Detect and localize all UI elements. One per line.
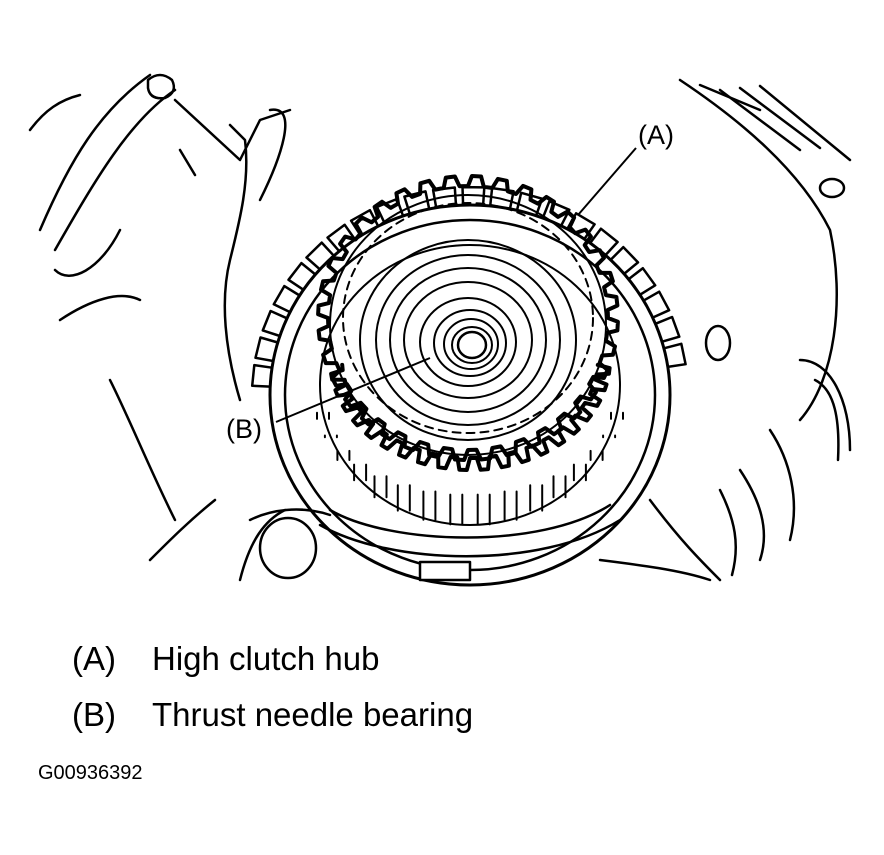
drum-rib xyxy=(602,434,617,439)
drum-spline-tooth xyxy=(627,266,657,297)
leader-a xyxy=(577,147,637,216)
drum-rib xyxy=(396,484,411,512)
drum-spline-tooth xyxy=(326,223,357,253)
drum-spline-tooth xyxy=(305,241,336,271)
legend-item-a: (A) High clutch hub xyxy=(72,642,379,675)
drum-ribs xyxy=(316,411,624,526)
drum-rib xyxy=(323,434,338,439)
hub-inner-teeth xyxy=(329,362,612,472)
drum-rib xyxy=(449,493,464,526)
callout-a-label: (A) xyxy=(638,120,674,150)
drum-rib xyxy=(552,475,567,499)
leader-b xyxy=(275,357,431,423)
legend-item-b: (B) Thrust needle bearing xyxy=(72,698,473,731)
drum-spline-tooth xyxy=(250,363,274,388)
drum-rib xyxy=(476,493,491,526)
drum-spline-tooth xyxy=(588,227,619,257)
drum-spline-tooth xyxy=(261,309,289,338)
drum-rib xyxy=(529,484,544,512)
drum-rib xyxy=(373,475,388,499)
legend-key-a: (A) xyxy=(72,640,116,677)
high-clutch-hub xyxy=(316,174,620,472)
drum-spline-tooth xyxy=(287,261,317,292)
drum-rib xyxy=(422,490,437,521)
callout-leaders xyxy=(275,147,637,423)
drum-rib xyxy=(353,463,368,482)
legend-key-b: (B) xyxy=(72,696,116,733)
legend-text-b: Thrust needle bearing xyxy=(152,696,474,733)
drum-rib xyxy=(610,411,624,420)
drum-rib xyxy=(589,449,604,461)
drum-spline-tooth xyxy=(654,315,681,343)
clutch-diagram: (A) (B) xyxy=(28,73,852,587)
drum-rib xyxy=(336,449,351,461)
drum-spline-tooth xyxy=(541,200,571,228)
drum-rib xyxy=(316,411,330,420)
drum-rib xyxy=(503,490,518,521)
drum-spline-tooth xyxy=(254,336,280,363)
legend-text-a: High clutch hub xyxy=(152,640,380,677)
thrust-needle-bearing xyxy=(359,239,577,441)
callout-b-label: (B) xyxy=(226,414,262,444)
hub-outer-teeth xyxy=(316,174,620,462)
drum-spline-tooth xyxy=(642,290,671,319)
figure-code: G00936392 xyxy=(38,762,143,784)
drum-spline-tooth xyxy=(272,284,301,314)
drum-spline-tooth xyxy=(609,245,640,276)
drum-spline-tooth xyxy=(662,342,687,369)
drum-rib xyxy=(572,463,587,482)
transmission-housing xyxy=(28,73,852,582)
